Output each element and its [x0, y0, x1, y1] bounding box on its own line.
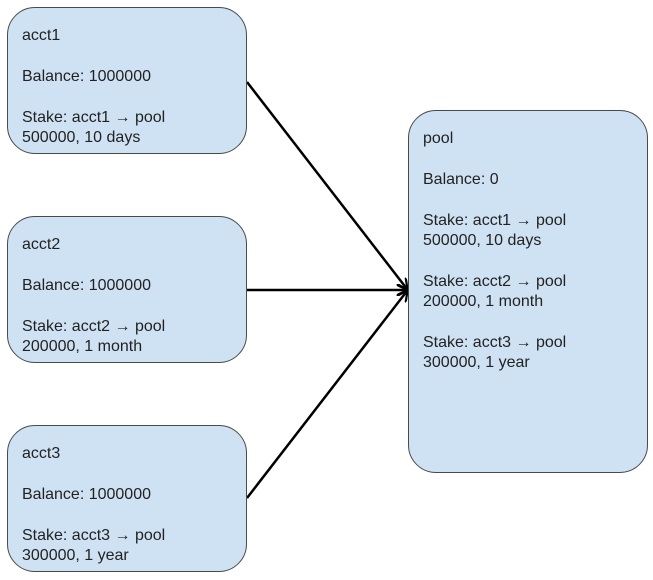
edge-acct1-to-pool: [246, 81, 407, 289]
account-node-acct3: acct3 Balance: 1000000 Stake: acct3 → po…: [7, 425, 247, 572]
account-name: acct3: [22, 445, 61, 462]
account-node-acct2: acct2 Balance: 1000000 Stake: acct2 → po…: [7, 216, 247, 363]
account-balance: Balance: 1000000: [22, 277, 151, 294]
account-stake-line1: Stake: acct1 → pool: [22, 109, 166, 126]
pool-stake-line1: Stake: acct1 → pool: [423, 212, 567, 229]
account-balance: Balance: 1000000: [22, 486, 151, 503]
account-stake-line1: Stake: acct2 → pool: [22, 318, 166, 335]
edge-acct3-to-pool: [246, 291, 407, 499]
pool-stake-line1: Stake: acct3 → pool: [423, 334, 567, 351]
pool-node: pool Balance: 0 Stake: acct1 → pool 5000…: [408, 110, 648, 473]
account-stake-line1: Stake: acct3 → pool: [22, 527, 166, 544]
pool-stake-line2: 500000, 10 days: [423, 232, 542, 249]
pool-stake-line1: Stake: acct2 → pool: [423, 273, 567, 290]
pool-balance: Balance: 0: [423, 171, 499, 188]
account-stake-line2: 200000, 1 month: [22, 338, 143, 355]
account-node-acct1: acct1 Balance: 1000000 Stake: acct1 → po…: [7, 7, 247, 154]
account-stake-line2: 300000, 1 year: [22, 547, 129, 564]
account-stake-line2: 500000, 10 days: [22, 129, 141, 146]
pool-name: pool: [423, 130, 454, 147]
account-name: acct2: [22, 236, 61, 253]
pool-stake-line2: 200000, 1 month: [423, 293, 544, 310]
account-name: acct1: [22, 27, 61, 44]
account-balance: Balance: 1000000: [22, 68, 151, 85]
pool-stake-line2: 300000, 1 year: [423, 354, 530, 371]
